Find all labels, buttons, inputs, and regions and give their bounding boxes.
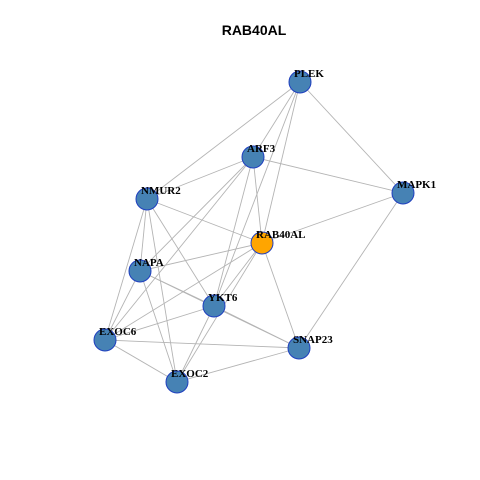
node-circle-arf3 <box>241 145 265 169</box>
node-rab40al: RAB40AL <box>250 229 306 255</box>
node-napa: NAPA <box>128 257 164 283</box>
node-label-exoc6: EXOC6 <box>99 326 137 338</box>
node-mapk1: MAPK1 <box>391 179 436 205</box>
edge-exoc6-exoc2 <box>104 339 178 383</box>
edge-nmur2-rab40al <box>146 198 263 244</box>
edge-arf3-mapk1 <box>252 156 404 194</box>
node-label-rab40al: RAB40AL <box>256 229 306 241</box>
edge-napa-exoc6 <box>104 270 141 341</box>
node-circle-exoc6 <box>93 328 117 352</box>
edge-napa-exoc2 <box>139 270 178 383</box>
edge-nmur2-exoc2 <box>146 198 178 383</box>
edge-plek-nmur2 <box>146 81 301 200</box>
edge-mapk1-snap23 <box>298 192 404 349</box>
edge-ykt6-snap23 <box>213 305 300 349</box>
edge-nmur2-napa <box>139 198 148 272</box>
node-circle-plek <box>288 70 312 94</box>
node-circle-napa <box>128 259 152 283</box>
edge-arf3-rab40al <box>252 156 263 244</box>
node-nmur2: NMUR2 <box>135 185 181 211</box>
node-circle-exoc2 <box>165 370 189 394</box>
edge-plek-rab40al <box>261 81 301 244</box>
node-circle-snap23 <box>287 336 311 360</box>
edge-rab40al-snap23 <box>261 242 300 349</box>
edge-plek-arf3 <box>252 81 301 158</box>
diagram-title: RAB40AL <box>222 22 287 38</box>
edge-ykt6-exoc6 <box>104 305 215 341</box>
edge-arf3-ykt6 <box>213 156 254 307</box>
edge-arf3-nmur2 <box>146 156 254 200</box>
edge-rab40al-napa <box>139 242 263 272</box>
edge-layer <box>104 81 404 383</box>
edge-arf3-exoc6 <box>104 156 254 341</box>
node-exoc6: EXOC6 <box>93 326 137 352</box>
node-ykt6: YKT6 <box>202 292 238 318</box>
edge-arf3-napa <box>139 156 254 272</box>
node-arf3: ARF3 <box>241 143 276 169</box>
edge-rab40al-ykt6 <box>213 242 263 307</box>
node-label-plek: PLEK <box>294 68 324 80</box>
node-label-mapk1: MAPK1 <box>397 179 436 191</box>
edge-nmur2-exoc6 <box>104 198 148 341</box>
node-label-exoc2: EXOC2 <box>171 368 209 380</box>
node-snap23: SNAP23 <box>287 334 333 360</box>
edge-mapk1-rab40al <box>261 192 404 244</box>
node-label-snap23: SNAP23 <box>293 334 333 346</box>
node-label-napa: NAPA <box>134 257 164 269</box>
node-label-ykt6: YKT6 <box>208 292 238 304</box>
edge-plek-mapk1 <box>299 81 404 194</box>
node-circle-rab40al <box>250 231 274 255</box>
edge-nmur2-ykt6 <box>146 198 215 307</box>
node-label-arf3: ARF3 <box>247 143 276 155</box>
edge-exoc6-snap23 <box>104 339 300 349</box>
node-circle-nmur2 <box>135 187 159 211</box>
node-label-nmur2: NMUR2 <box>141 185 181 197</box>
node-circle-mapk1 <box>391 181 415 205</box>
node-plek: PLEK <box>288 68 324 94</box>
node-circle-ykt6 <box>202 294 226 318</box>
edge-exoc2-snap23 <box>176 347 300 383</box>
node-exoc2: EXOC2 <box>165 368 209 394</box>
